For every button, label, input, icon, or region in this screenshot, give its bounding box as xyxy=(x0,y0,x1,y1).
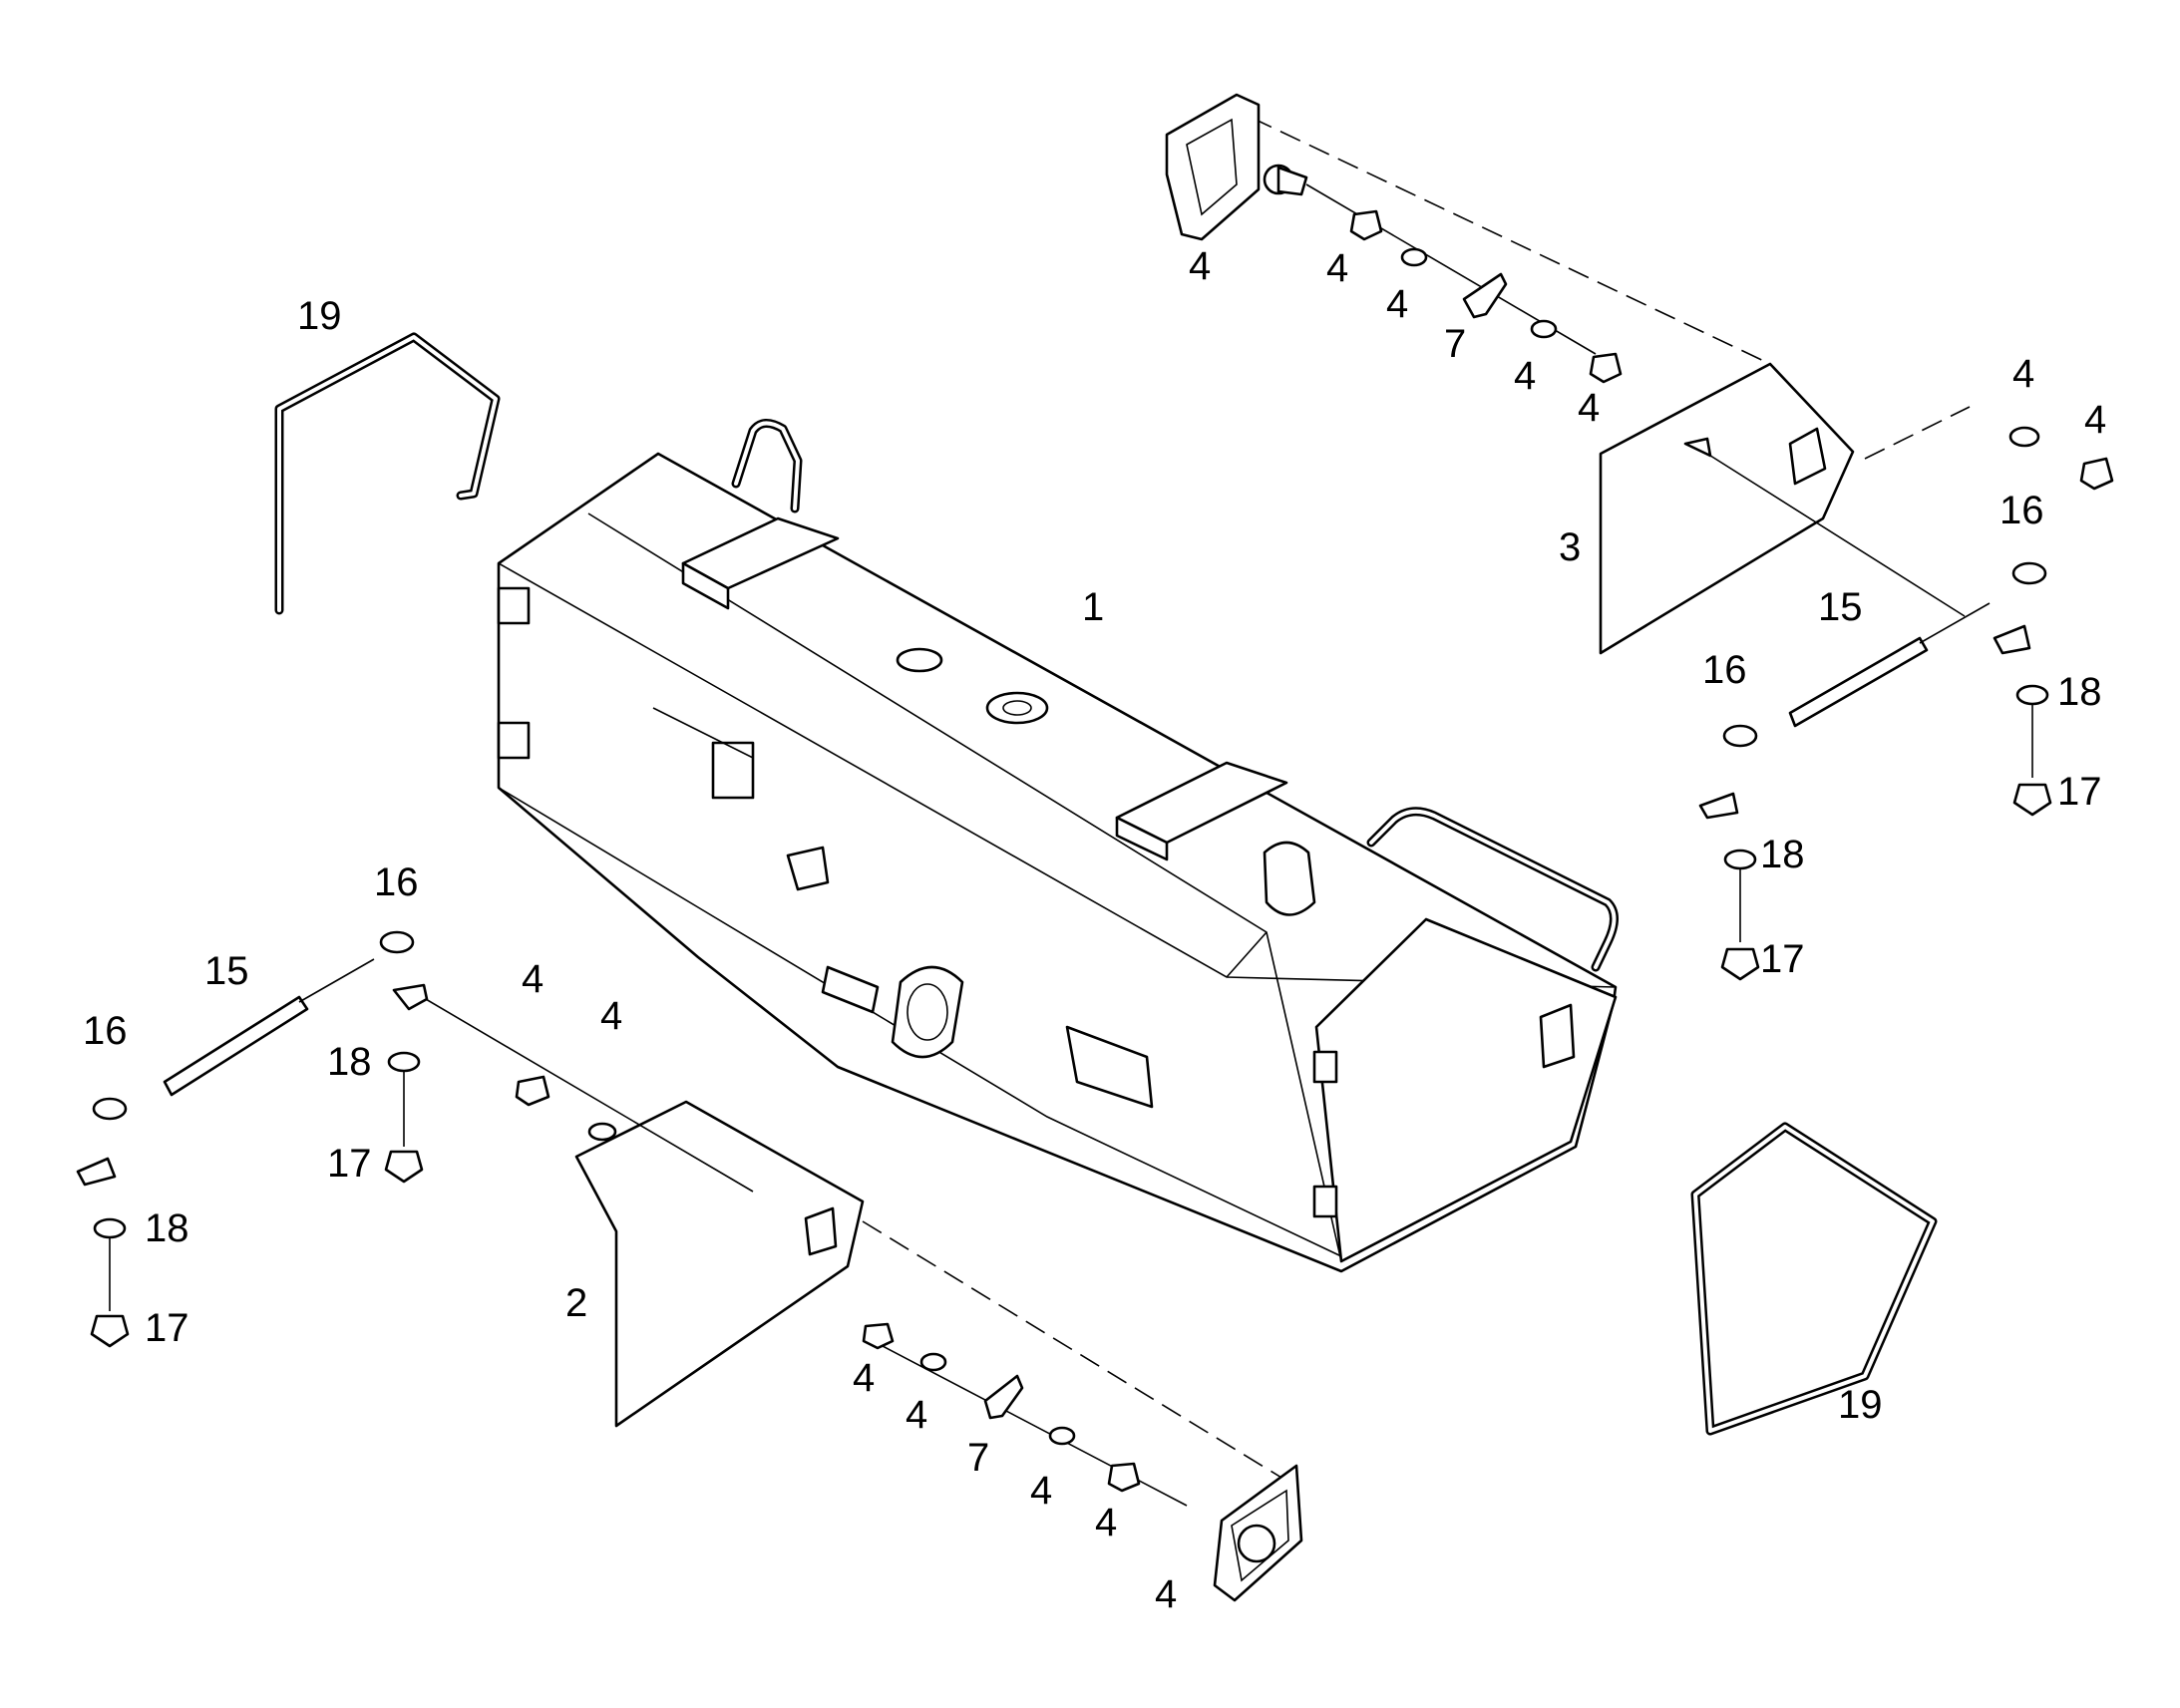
callout-4-bottom-d: 4 xyxy=(1095,1501,1117,1544)
callout-4-bottom-c: 4 xyxy=(1030,1469,1052,1513)
callout-4-left-a: 4 xyxy=(522,957,544,1001)
callout-1: 1 xyxy=(1082,585,1104,629)
latch-assembly-top xyxy=(1165,93,1623,384)
callout-18-right-a: 18 xyxy=(2057,670,2102,714)
cover-panel-left xyxy=(413,991,1287,1482)
callout-7-bottom: 7 xyxy=(967,1436,989,1480)
callout-18-right-b: 18 xyxy=(1760,833,1805,876)
callout-19-bottom: 19 xyxy=(1838,1383,1883,1427)
callout-18-left-b: 18 xyxy=(145,1206,189,1250)
callout-3: 3 xyxy=(1559,525,1581,569)
callout-4-top-b: 4 xyxy=(1326,246,1348,290)
cover-panel-right xyxy=(1251,117,1971,655)
gas-strut-left xyxy=(76,930,429,1348)
callout-18-left-a: 18 xyxy=(327,1040,372,1084)
callout-4-top-d: 4 xyxy=(1514,354,1536,398)
callout-4-bottom-e: 4 xyxy=(1155,1572,1177,1616)
callout-4-top-c: 4 xyxy=(1386,282,1408,326)
callout-17-left-b: 17 xyxy=(145,1306,189,1350)
callout-2: 2 xyxy=(565,1281,587,1325)
callout-4-top-a: 4 xyxy=(1189,244,1211,288)
callout-4-bottom-a: 4 xyxy=(853,1356,875,1400)
support-rod-top-left xyxy=(274,332,501,615)
callout-7-top: 7 xyxy=(1444,322,1466,366)
callout-19-top: 19 xyxy=(297,294,342,338)
callout-4-right-b: 4 xyxy=(2084,398,2106,442)
latch-assembly-bottom xyxy=(862,1322,1303,1602)
callout-16-left-mid: 16 xyxy=(83,1009,128,1053)
support-rod-bottom-right xyxy=(1690,1122,1938,1436)
callout-labels: 1 2 3 19 19 4 4 4 7 4 4 4 4 16 15 16 18 … xyxy=(83,244,2106,1616)
callout-16-right-top: 16 xyxy=(1999,489,2044,532)
callout-15-right: 15 xyxy=(1818,585,1863,629)
callout-4-top-e: 4 xyxy=(1578,386,1600,430)
callout-17-left-a: 17 xyxy=(327,1142,372,1186)
callout-17-right-b: 17 xyxy=(1760,937,1805,981)
callout-16-left-top: 16 xyxy=(374,860,419,904)
callout-17-right-a: 17 xyxy=(2057,770,2102,814)
hinge-hardware-left xyxy=(515,1075,617,1142)
callout-4-right-a: 4 xyxy=(2012,352,2034,396)
gas-strut-right xyxy=(1698,426,2114,981)
callout-16-right-mid: 16 xyxy=(1702,648,1747,692)
callout-15-left: 15 xyxy=(204,949,249,993)
main-tank-housing xyxy=(497,419,1619,1273)
callout-4-bottom-b: 4 xyxy=(906,1393,927,1437)
callout-4-left-b: 4 xyxy=(600,994,622,1038)
